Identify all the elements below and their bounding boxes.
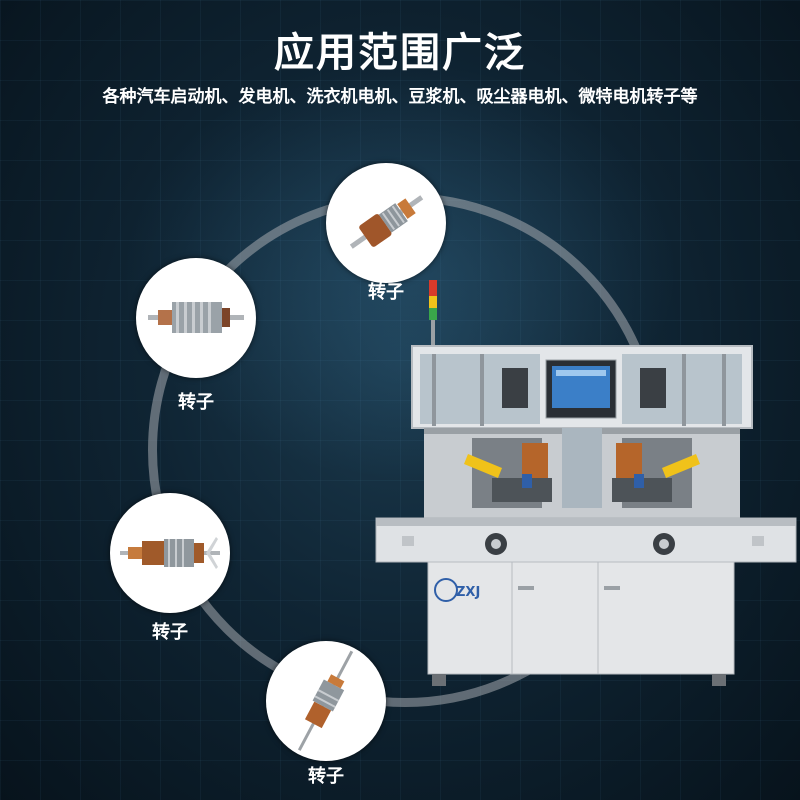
product-label-1: 转子	[368, 282, 404, 303]
product-circle-2	[136, 258, 256, 378]
rotor-image	[297, 650, 354, 751]
rotor-image	[349, 195, 424, 249]
product-circle-1	[326, 163, 446, 283]
page-subtitle: 各种汽车启动机、发电机、洗衣机电机、豆浆机、吸尘器电机、微特电机转子等	[102, 87, 698, 107]
page-title: 应用范围广泛	[274, 30, 526, 76]
svg-text:ZXJ: ZXJ	[456, 585, 480, 600]
product-circle-4	[266, 641, 386, 761]
rotor-image	[148, 302, 244, 333]
signal-tower-icon	[429, 280, 437, 348]
zxj-logo: ZXJ	[434, 578, 480, 602]
rotor-image	[120, 537, 220, 569]
product-label-4: 转子	[308, 766, 344, 787]
product-label-2: 转子	[178, 392, 214, 413]
product-label-3: 转子	[152, 622, 188, 643]
winding-machine: ZXJ	[372, 278, 800, 694]
product-circle-3	[110, 493, 230, 613]
